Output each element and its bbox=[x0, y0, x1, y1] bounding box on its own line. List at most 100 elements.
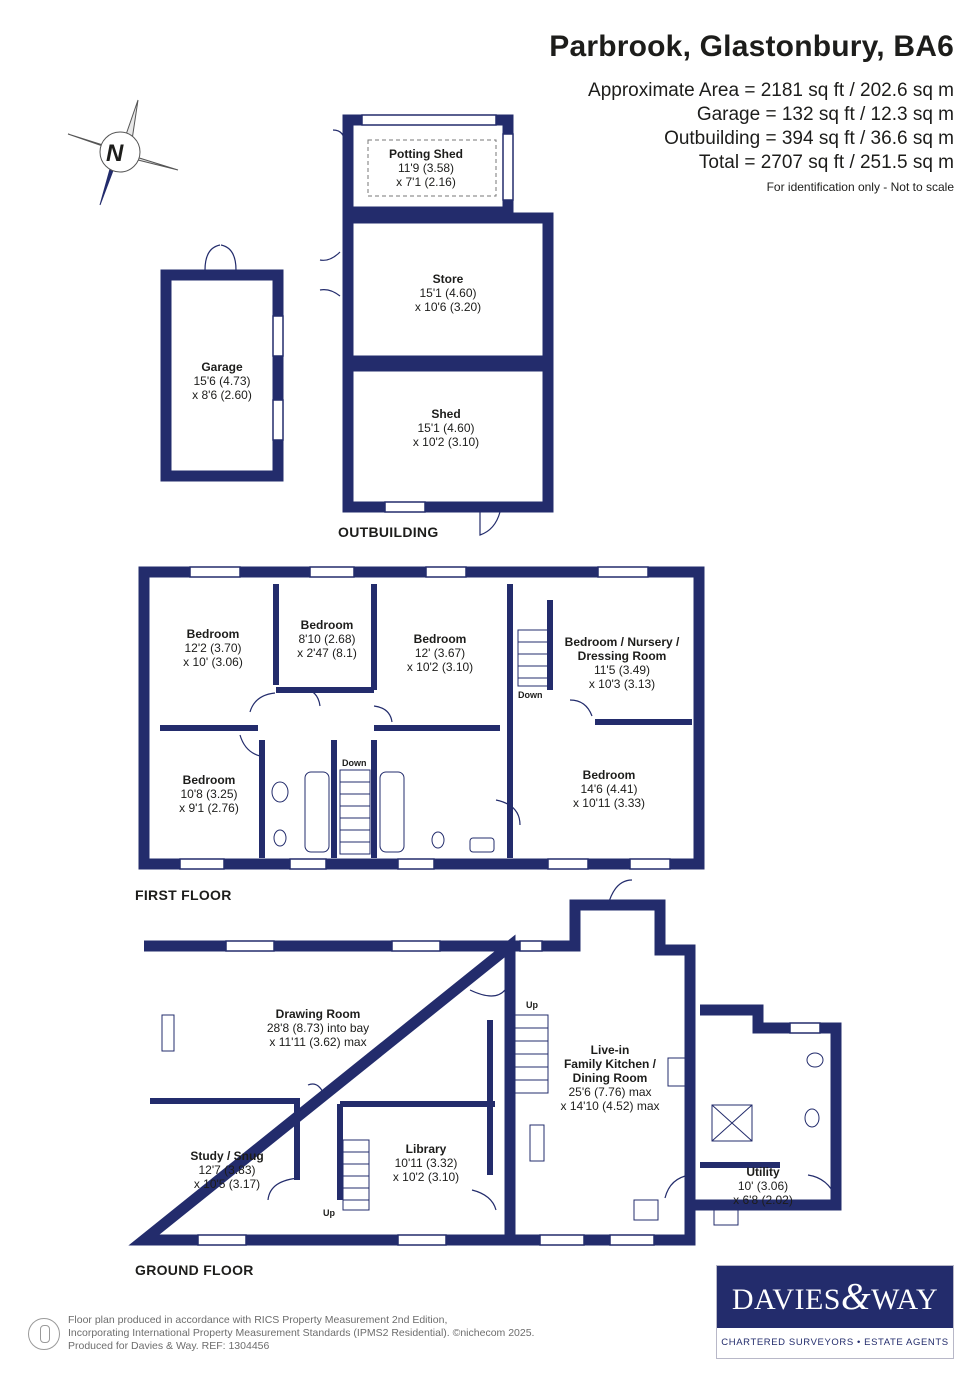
room-dim: 10'8 (3.25) bbox=[180, 787, 238, 801]
door-swing bbox=[471, 1189, 497, 1211]
door-swing bbox=[664, 1174, 691, 1199]
room-dim: 11'5 (3.49) bbox=[593, 663, 651, 677]
door-swing bbox=[479, 511, 501, 536]
window bbox=[272, 399, 284, 441]
room-name: Live-in bbox=[590, 1043, 630, 1057]
garage-walls bbox=[160, 269, 284, 482]
area-approximate: Approximate Area = 2181 sq ft / 202.6 sq… bbox=[588, 80, 954, 101]
rics-icon bbox=[28, 1318, 60, 1350]
room-name: Bedroom bbox=[582, 768, 636, 782]
room-dim: 28'8 (8.73) into bay bbox=[266, 1021, 370, 1035]
door-swing bbox=[807, 1174, 837, 1199]
ground-floor-label: GROUND FLOOR bbox=[135, 1262, 254, 1278]
logo-ampersand: & bbox=[841, 1276, 872, 1318]
room-dim: 15'6 (4.73) bbox=[193, 374, 251, 388]
room-study: Study / Snug 12'7 (3.83) x 10'5 (3.17) bbox=[190, 1149, 263, 1191]
toilet bbox=[273, 829, 287, 847]
potting-shed-bench bbox=[367, 139, 497, 197]
door-swing bbox=[469, 989, 506, 997]
logo-wordmark: DAVIES&WAY bbox=[717, 1266, 953, 1328]
window bbox=[289, 858, 327, 870]
door-swing bbox=[332, 129, 346, 146]
room-garage: Garage 15'6 (4.73) x 8'6 (2.60) bbox=[192, 360, 252, 402]
window bbox=[179, 858, 225, 870]
room-dim: 12'2 (3.70) bbox=[184, 641, 242, 655]
room-dim: x 14'10 (4.52) max bbox=[560, 1099, 660, 1113]
window bbox=[609, 1234, 655, 1246]
room-dim: 11'9 (3.58) bbox=[397, 161, 455, 175]
door-swing bbox=[495, 799, 521, 826]
room-name: Bedroom bbox=[186, 627, 240, 641]
room-dim: 10'11 (3.32) bbox=[394, 1156, 458, 1170]
window bbox=[397, 1234, 447, 1246]
door-swing bbox=[204, 244, 237, 271]
kitchen-sink bbox=[633, 1199, 659, 1221]
window bbox=[309, 566, 355, 578]
property-title: Parbrook, Glastonbury, BA6 bbox=[549, 30, 954, 63]
logo-name-left: DAVIES bbox=[731, 1283, 841, 1316]
stairs-up-label: Up bbox=[323, 1208, 335, 1218]
room-dim: x 9'1 (2.76) bbox=[179, 801, 239, 815]
room-bedroom-nursery: Bedroom / Nursery / Dressing Room 11'5 (… bbox=[565, 635, 680, 691]
area-garage: Garage = 132 sq ft / 12.3 sq m bbox=[696, 104, 954, 125]
scale-note: For identification only - Not to scale bbox=[766, 180, 954, 194]
stairs-down-label: Down bbox=[518, 690, 543, 700]
stairs-down-label: Down bbox=[342, 758, 367, 768]
room-bedroom-1: Bedroom 12'2 (3.70) x 10' (3.06) bbox=[183, 627, 243, 669]
room-name: Garage bbox=[201, 360, 243, 374]
footer-line: Incorporating International Property Mea… bbox=[68, 1327, 535, 1339]
window bbox=[391, 940, 441, 952]
area-outbuilding: Outbuilding = 394 sq ft / 36.6 sq m bbox=[664, 128, 954, 149]
footer-line: Produced for Davies & Way. REF: 1304456 bbox=[68, 1340, 270, 1352]
room-dim: x 10'2 (3.10) bbox=[406, 660, 474, 674]
stairs-up-label: Up bbox=[526, 1000, 538, 1010]
toilet bbox=[806, 1052, 824, 1068]
room-name-2: Dressing Room bbox=[577, 649, 667, 663]
outbuilding-label: OUTBUILDING bbox=[338, 524, 439, 540]
door-swing bbox=[301, 687, 321, 707]
window bbox=[361, 114, 497, 126]
door-swing bbox=[307, 1083, 327, 1101]
door-swing bbox=[239, 734, 261, 757]
window bbox=[519, 940, 543, 952]
door-swing bbox=[607, 879, 633, 906]
room-bedroom-4: Bedroom 10'8 (3.25) x 9'1 (2.76) bbox=[179, 773, 239, 815]
room-dim: 25'6 (7.76) max bbox=[568, 1085, 652, 1099]
room-dim: x 6'8 (2.02) bbox=[733, 1193, 793, 1207]
room-dim: 15'1 (4.60) bbox=[419, 286, 477, 300]
room-utility: Utility 10' (3.06) x 6'8 (2.02) bbox=[733, 1165, 793, 1207]
agency-logo: DAVIES&WAY CHARTERED SURVEYORS • ESTATE … bbox=[716, 1265, 954, 1359]
room-name: Drawing Room bbox=[275, 1007, 361, 1021]
window bbox=[789, 1022, 821, 1034]
room-name-2: Family Kitchen / bbox=[563, 1057, 657, 1071]
window bbox=[197, 1234, 247, 1246]
compass-rose bbox=[67, 99, 179, 206]
room-name: Bedroom bbox=[182, 773, 236, 787]
window bbox=[397, 858, 435, 870]
logo-name-right: WAY bbox=[871, 1283, 939, 1316]
toilet bbox=[431, 831, 445, 849]
room-name: Bedroom bbox=[300, 618, 354, 632]
room-dim: x 2'47 (8.1) bbox=[297, 646, 357, 660]
room-name: Shed bbox=[431, 407, 461, 421]
bath bbox=[304, 771, 330, 853]
room-dim: x 10'5 (3.17) bbox=[193, 1177, 261, 1191]
first-floor-walls bbox=[138, 566, 705, 870]
room-name: Utility bbox=[746, 1165, 780, 1179]
room-dim: x 10'11 (3.33) bbox=[572, 796, 646, 810]
room-dim: 10' (3.06) bbox=[737, 1179, 789, 1193]
room-potting-shed: Potting Shed 11'9 (3.58) x 7'1 (2.16) bbox=[389, 147, 463, 189]
door-swing bbox=[319, 251, 341, 297]
room-dim: 12' (3.67) bbox=[414, 646, 466, 660]
basin bbox=[469, 837, 495, 853]
window bbox=[629, 858, 671, 870]
shower bbox=[711, 1104, 753, 1142]
room-library: Library 10'11 (3.32) x 10'2 (3.10) bbox=[393, 1142, 459, 1184]
room-bedroom-2: Bedroom 8'10 (2.68) x 2'47 (8.1) bbox=[297, 618, 357, 660]
room-dim: x 10'2 (3.10) bbox=[412, 435, 480, 449]
room-drawing-room: Drawing Room 28'8 (8.73) into bay x 11'1… bbox=[267, 1007, 369, 1049]
room-dim: x 10'6 (3.20) bbox=[414, 300, 482, 314]
room-dim: 8'10 (2.68) bbox=[298, 632, 356, 646]
window bbox=[189, 566, 241, 578]
